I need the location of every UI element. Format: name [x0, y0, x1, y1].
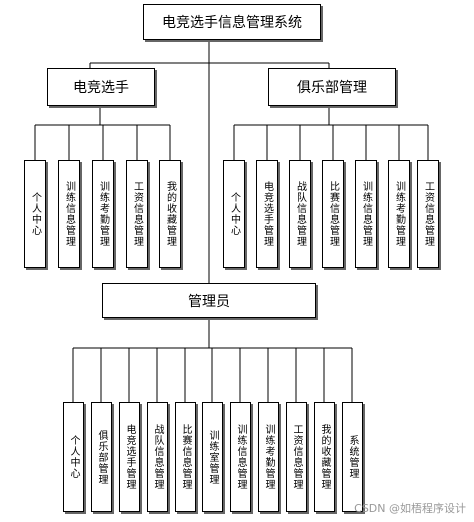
player-leaf: 个人中心 [24, 160, 46, 268]
watermark: CSDN @如梧程序设计 [354, 502, 466, 515]
admin-leaf: 个人中心 [63, 402, 84, 512]
admin-leaf: 训练室管理 [202, 402, 223, 512]
club-leaf: 战队信息管理 [289, 160, 311, 268]
branch-player-node: 电竞选手 [47, 68, 155, 106]
branch-admin-label: 管理员 [188, 293, 230, 310]
admin-leaf: 系统管理 [342, 402, 363, 512]
admin-leaf: 训练信息管理 [230, 402, 251, 512]
branch-club-label: 俱乐部管理 [297, 80, 367, 96]
admin-leaf: 训练考勤管理 [258, 402, 279, 512]
admin-leaf: 电竞选手管理 [119, 402, 140, 512]
admin-leaf: 我的收藏管理 [314, 402, 335, 512]
club-leaf: 工资信息管理 [417, 160, 439, 268]
root-label: 电竞选手信息管理系统 [162, 15, 302, 31]
branch-admin-node: 管理员 [102, 283, 316, 318]
club-leaf: 训练考勤管理 [388, 160, 410, 268]
admin-leaf: 工资信息管理 [286, 402, 307, 512]
player-leaf: 训练考勤管理 [92, 160, 114, 268]
branch-player-label: 电竞选手 [73, 80, 129, 96]
admin-leaf: 俱乐部管理 [91, 402, 112, 512]
branch-club-node: 俱乐部管理 [268, 68, 396, 106]
club-leaf: 个人中心 [223, 160, 245, 268]
club-leaf: 电竞选手管理 [256, 160, 278, 268]
admin-leaf: 比赛信息管理 [175, 402, 196, 512]
player-leaf: 工资信息管理 [126, 160, 148, 268]
player-leaf: 训练信息管理 [58, 160, 80, 268]
player-leaf: 我的收藏管理 [159, 160, 181, 268]
club-leaf: 比赛信息管理 [322, 160, 344, 268]
admin-leaf: 战队信息管理 [147, 402, 168, 512]
club-leaf: 训练信息管理 [355, 160, 377, 268]
root-node: 电竞选手信息管理系统 [143, 4, 321, 40]
